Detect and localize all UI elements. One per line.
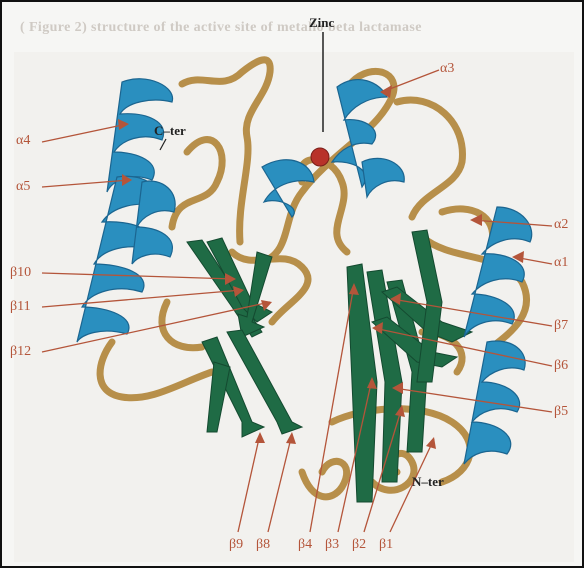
- beta9-label: β9: [229, 538, 243, 552]
- zinc-label: Zinc: [309, 16, 334, 30]
- beta3-label: β3: [325, 538, 339, 552]
- alpha2-label: α2: [554, 218, 568, 232]
- beta8-label: β8: [256, 538, 270, 552]
- alpha4-label: α4: [16, 134, 30, 148]
- beta6-label: β6: [554, 359, 568, 373]
- beta11-label: β11: [10, 300, 31, 314]
- n-ter-label: N–ter: [412, 475, 444, 489]
- alpha1-label: α1: [554, 256, 568, 270]
- beta5-label: β5: [554, 405, 568, 419]
- zinc-ion: [311, 148, 329, 166]
- beta4-label: β4: [298, 538, 312, 552]
- beta7-label: β7: [554, 319, 568, 333]
- alpha5-label: α5: [16, 180, 30, 194]
- alpha3-label: α3: [440, 62, 454, 76]
- beta2-label: β2: [352, 538, 366, 552]
- c-ter-label: C–ter: [154, 124, 186, 138]
- beta1-label: β1: [379, 538, 393, 552]
- beta10-label: β10: [10, 266, 31, 280]
- beta12-label: β12: [10, 345, 31, 359]
